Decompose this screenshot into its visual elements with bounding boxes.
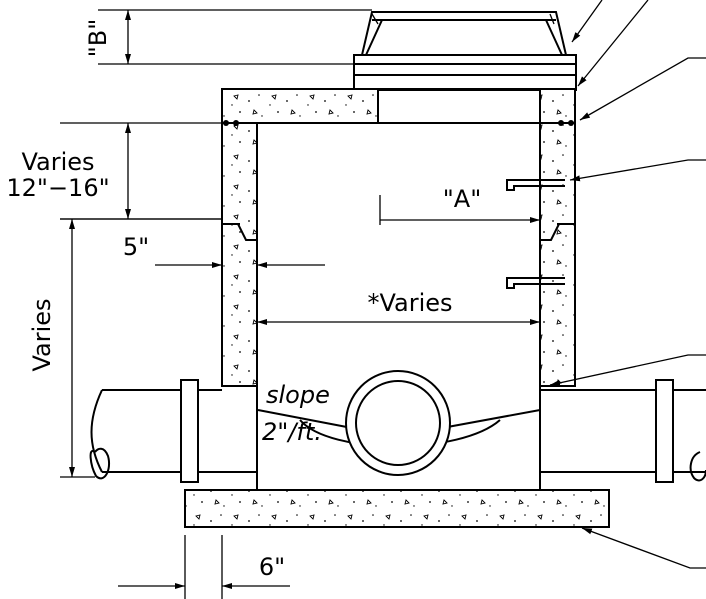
callout-leaders [549,0,706,569]
dimension-b: "B" [84,9,372,65]
slope-value-label: 2"/ft. [262,418,322,446]
slope-note: slope 2"/ft. [262,381,330,446]
top-slab [221,88,576,124]
dim-varies-left-label: Varies [28,298,56,371]
right-pipe [540,379,706,483]
dim-b-label: "B" [84,19,112,58]
dim-a-label: "A" [443,185,482,213]
invert-channel [256,123,541,490]
manhole-steps [506,179,565,289]
dimension-a: "A" [379,185,540,225]
dimension-varies-top: Varies 12"−16" [6,122,222,220]
dim-varies-top-label: Varies [21,148,94,176]
dimension-inner: *Varies [257,289,540,325]
manhole-frame [353,11,577,91]
left-pipe [89,379,258,483]
dim-wall-label: 5" [123,233,149,261]
dim-base-label: 6" [259,553,285,581]
manhole-walls [221,120,576,387]
slope-word-label: slope [266,381,330,409]
dim-inner-label: *Varies [367,289,452,317]
base-slab [184,489,610,528]
dimension-base: 6" [118,535,290,599]
dim-varies-range-label: 12"−16" [6,174,109,202]
dimension-varies-left: Varies [28,218,222,478]
dimension-wall: 5" [123,233,325,268]
